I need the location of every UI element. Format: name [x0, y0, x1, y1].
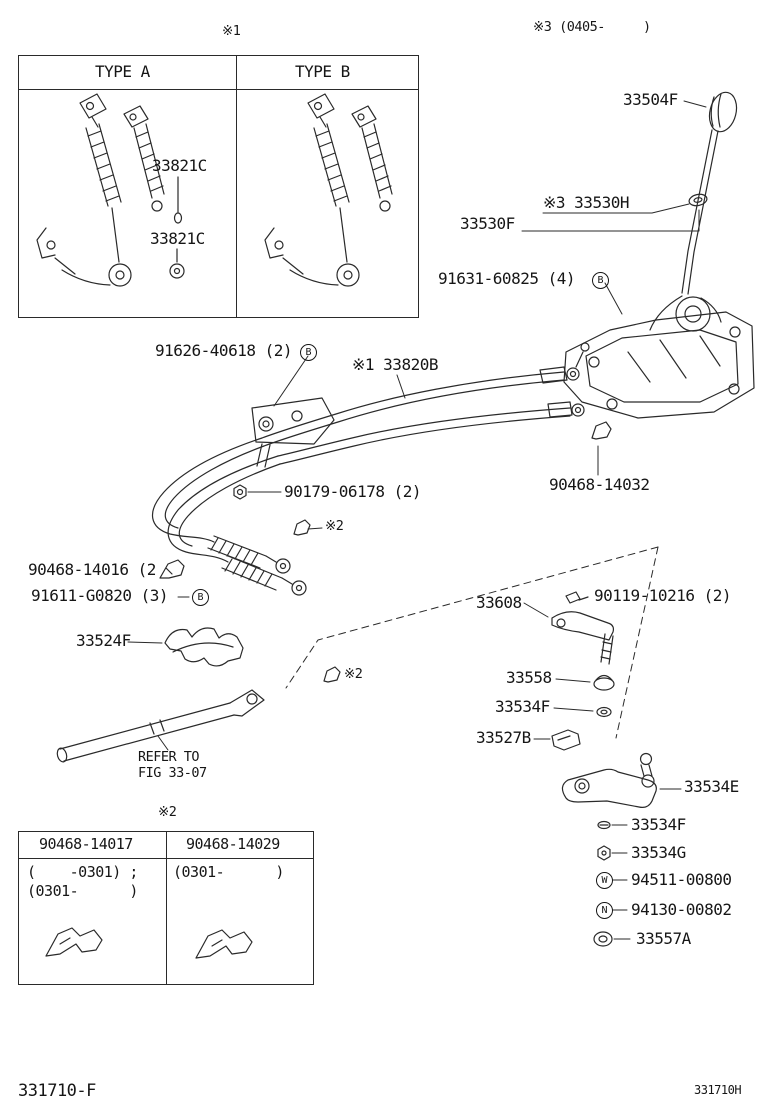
- clip-variant-table: 90468-14017 90468-14029 ( -0301) ; (0301…: [18, 831, 314, 985]
- note-marker-2-table: ※2: [158, 804, 177, 820]
- part-label-33558: 33558: [506, 668, 552, 687]
- part-label-94511: 94511-00800: [631, 870, 732, 889]
- part-label-33534g: 33534G: [631, 843, 686, 862]
- part-label-33534f-lower: 33534F: [631, 815, 686, 834]
- bellcrank-parts: [551, 591, 657, 947]
- part-label-33504f: 33504F: [623, 90, 678, 109]
- clip-table-header-left: 90468-14017: [39, 835, 133, 853]
- part-label-33534f-upper: 33534F: [495, 697, 550, 716]
- clip-table-header-right: 90468-14029: [186, 835, 280, 853]
- badge-w-94511: W: [596, 872, 613, 889]
- note-marker-1: ※1: [222, 23, 241, 39]
- badge-b-91611: B: [192, 589, 209, 606]
- table-clips: [45, 927, 253, 959]
- part-label-33821c-2: 33821C: [150, 229, 205, 248]
- note-marker-2-shaft: ※2: [344, 666, 363, 682]
- badge-b-91631: B: [592, 272, 609, 289]
- refer-note-line1: REFER TO: [138, 749, 200, 765]
- figure-number: 331710-F: [18, 1081, 96, 1101]
- part-label-33608: 33608: [476, 593, 522, 612]
- part-label-91631: 91631-60825 (4): [438, 269, 576, 288]
- part-label-33820b: ※1 33820B: [352, 355, 438, 374]
- type-variant-box: TYPE A TYPE B: [18, 55, 419, 318]
- clip-table-left-range2: (0301- ): [27, 882, 138, 900]
- clip-table-header-divider: [19, 858, 313, 859]
- cable-end-assembly-type-a: [36, 93, 165, 287]
- part-label-90119: 90119-10216 (2): [594, 586, 732, 605]
- clip-table-divider: [166, 832, 167, 984]
- part-label-94130: 94130-00802: [631, 900, 732, 919]
- type-a-callout-parts: [169, 176, 185, 279]
- leader-lines: [127, 100, 707, 940]
- note-marker-2-cable: ※2: [325, 518, 344, 534]
- part-label-33821c-1: 33821C: [152, 156, 207, 175]
- small-clips-and-nuts: [159, 421, 612, 683]
- part-label-33534e: 33534E: [684, 777, 739, 796]
- part-label-33557a: 33557A: [636, 929, 691, 948]
- part-label-91626: 91626-40618 (2): [155, 341, 293, 360]
- shift-cables: [151, 342, 590, 596]
- type-b-header: TYPE B: [295, 62, 350, 81]
- select-shaft: [56, 689, 265, 763]
- badge-n-94130: N: [596, 902, 613, 919]
- type-a-header: TYPE A: [95, 62, 150, 81]
- header-note: ※3 (0405- ): [533, 19, 651, 35]
- part-label-91611: 91611-G0820 (3): [31, 586, 169, 605]
- part-label-90468-14032: 90468-14032: [549, 475, 650, 494]
- badge-b-91626: B: [300, 344, 317, 361]
- part-label-90468-14016: 90468-14016 (2: [28, 560, 156, 579]
- type-box-divider: [236, 56, 237, 317]
- refer-note-line2: FIG 33-07: [138, 765, 207, 781]
- part-label-90179: 90179-06178 (2): [284, 482, 422, 501]
- part-label-33530f: 33530F: [460, 214, 515, 233]
- type-box-header-divider: [19, 89, 418, 90]
- part-label-33530h: ※3 33530H: [543, 193, 629, 212]
- page-code: 331710H: [694, 1083, 742, 1097]
- part-label-33524f: 33524F: [76, 631, 131, 650]
- clip-table-left-range1: ( -0301) ;: [27, 863, 138, 881]
- part-label-33527b: 33527B: [476, 728, 531, 747]
- clip-table-right-range1: (0301- ): [173, 863, 284, 881]
- shift-lever-assembly: [563, 91, 755, 419]
- assembly-reference-dashes: [285, 546, 659, 739]
